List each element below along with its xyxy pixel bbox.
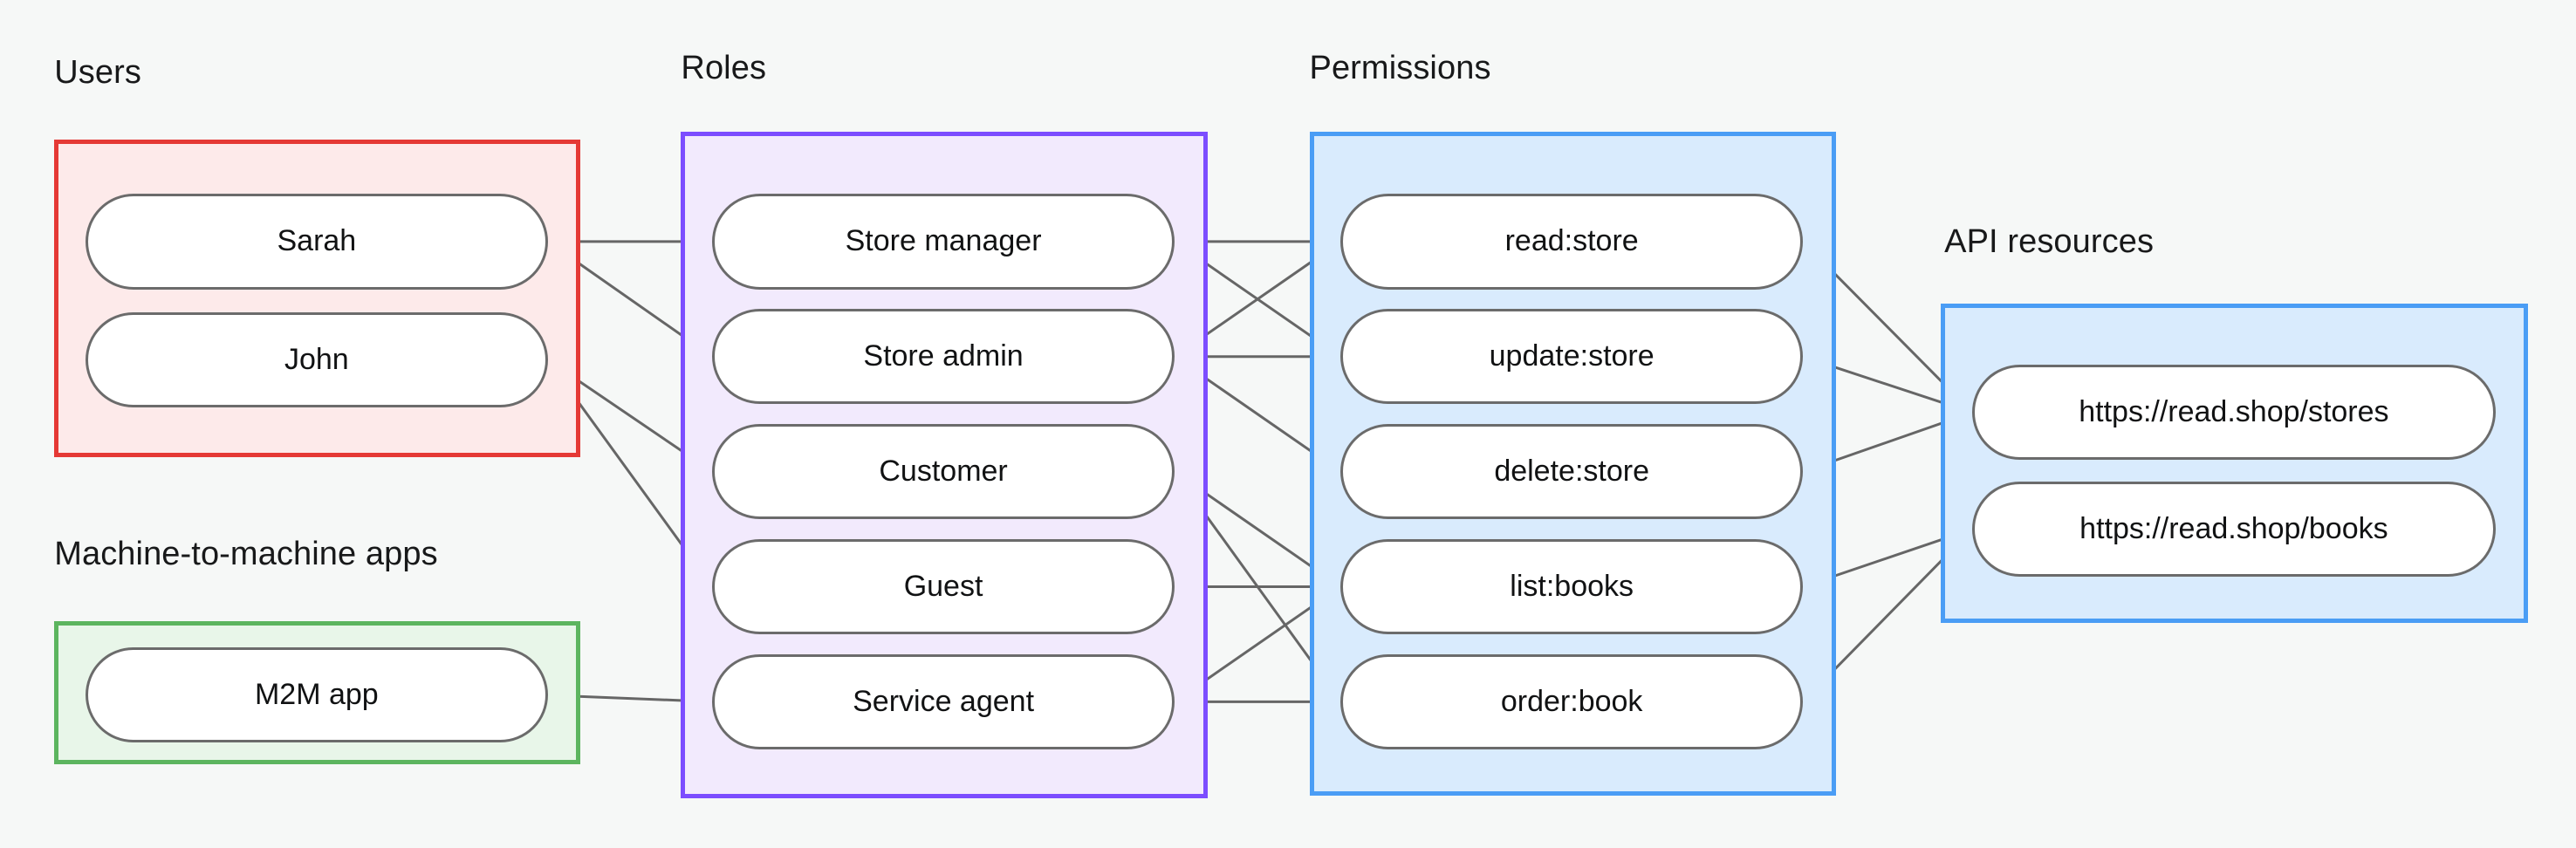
node-list-books[interactable]: list:books: [1340, 538, 1803, 635]
node-guest[interactable]: Guest: [712, 538, 1175, 635]
group-label-resources: API resources: [1944, 223, 2155, 261]
group-label-permissions: Permissions: [1309, 49, 1491, 86]
node-john[interactable]: John: [86, 311, 548, 408]
node-update-store[interactable]: update:store: [1340, 309, 1803, 405]
node-store-admin[interactable]: Store admin: [712, 309, 1175, 405]
node-sarah[interactable]: Sarah: [86, 194, 548, 290]
node-res-stores[interactable]: https://read.shop/stores: [1972, 365, 2496, 461]
node-m2m-app[interactable]: M2M app: [86, 647, 548, 743]
node-service-agent[interactable]: Service agent: [712, 653, 1175, 749]
group-label-roles: Roles: [681, 49, 767, 86]
group-label-m2m: Machine-to-machine apps: [54, 536, 438, 573]
node-customer[interactable]: Customer: [712, 424, 1175, 520]
node-read-store[interactable]: read:store: [1340, 194, 1803, 290]
node-res-books[interactable]: https://read.shop/books: [1972, 481, 2496, 578]
node-delete-store[interactable]: delete:store: [1340, 424, 1803, 520]
group-box-users: [54, 140, 581, 457]
node-order-book[interactable]: order:book: [1340, 653, 1803, 749]
node-store-manager[interactable]: Store manager: [712, 194, 1175, 290]
group-label-users: Users: [54, 54, 141, 92]
